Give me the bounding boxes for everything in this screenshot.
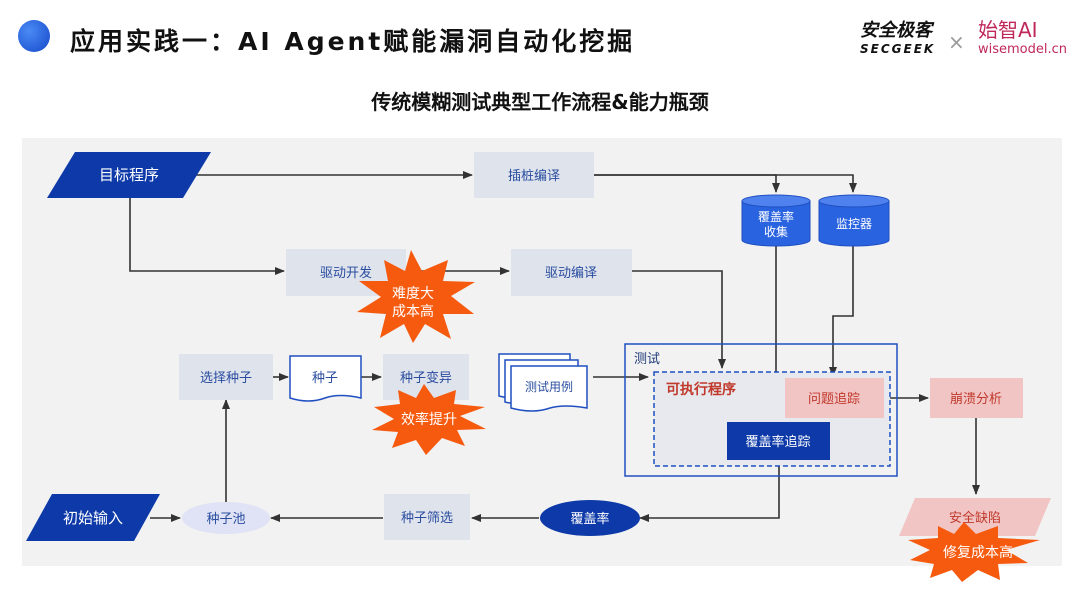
arrow-compile-to-executable [632,270,726,369]
driver-compile-label: 驱动编译 [545,266,597,281]
instrument-compile-label: 插桩编译 [508,169,560,184]
efficiency-burst-label: 效率提升 [401,411,457,428]
secgeek-logo-text: 安全极客 [860,20,932,41]
difficulty-burst-line1: 难度大 [392,286,434,302]
monitor-node: 监控器 [818,194,890,247]
secgeek-logo: 安全极客 SECGEEK [860,22,935,58]
arrow-target-to-driver [129,198,285,275]
title-bullet-icon [18,20,50,52]
seed-document-node: 种子 [289,355,362,402]
seed-pool-node: 种子池 [182,502,270,534]
seed-pool-label: 种子池 [206,512,245,527]
difficulty-burst-line2: 成本高 [392,303,434,320]
crash-analysis-node: 崩溃分析 [930,378,1023,418]
arrow-instrument-to-monitor [594,174,857,193]
coverage-collect-node: 覆盖率 收集 [741,194,811,247]
test-cases-node: 测试用例 [498,353,588,412]
fix-cost-burst: 修复成本高 [908,522,1040,582]
initial-input-label: 初始输入 [63,509,123,527]
driver-compile-node: 驱动编译 [511,249,632,296]
fix-cost-burst-label: 修复成本高 [943,544,1013,561]
wisemodel-logo: 始智AI wisemodel.cn [978,20,1067,60]
crash-analysis-label: 崩溃分析 [950,392,1002,407]
wisemodel-logo-sub: wisemodel.cn [978,42,1068,57]
coverage-label: 覆盖率 [570,511,609,527]
seed-filter-node: 种子筛选 [384,494,470,540]
coverage-collect-label-1: 覆盖率 [758,209,794,224]
arrow-instrument-to-coverage [594,174,780,193]
issue-tracking-node: 问题追踪 [785,378,884,418]
select-seed-label: 选择种子 [200,371,252,386]
executable-label: 可执行程序 [666,381,736,398]
security-defect-node: 安全缺陷 [899,498,1051,536]
test-container-label: 测试 [634,352,660,367]
logo-separator: × [948,30,965,54]
seed-filter-label: 种子筛选 [401,511,453,526]
coverage-node: 覆盖率 [540,500,640,536]
seed-mutation-label: 种子变异 [400,370,452,386]
select-seed-node: 选择种子 [179,354,273,400]
target-program-node: 目标程序 [47,152,211,198]
slide-subtitle: 传统模糊测试典型工作流程&能力瓶颈 [371,90,709,114]
test-cases-label: 测试用例 [525,379,573,394]
efficiency-burst: 效率提升 [372,384,486,455]
wisemodel-logo-text: 始智AI [978,18,1038,42]
security-defect-label: 安全缺陷 [949,510,1001,526]
target-program-label: 目标程序 [99,166,159,184]
arrow-monitor-to-issue [829,246,854,377]
coverage-tracking-node: 覆盖率追踪 [727,422,830,460]
secgeek-logo-sub: SECGEEK [860,42,936,56]
initial-input-node: 初始输入 [26,494,160,541]
seed-label: 种子 [312,371,338,386]
arrow-tracking-to-coverage [639,460,780,522]
issue-tracking-label: 问题追踪 [808,391,860,407]
driver-dev-label: 驱动开发 [320,265,372,281]
difficulty-burst: 难度大 成本高 [357,250,475,343]
instrument-compile-node: 插桩编译 [474,152,594,198]
coverage-tracking-label: 覆盖率追踪 [745,434,810,450]
page-title: 应用实践一：AI Agent赋能漏洞自动化挖掘 [70,27,636,56]
monitor-label: 监控器 [836,217,872,231]
coverage-collect-label-2: 收集 [764,224,788,239]
